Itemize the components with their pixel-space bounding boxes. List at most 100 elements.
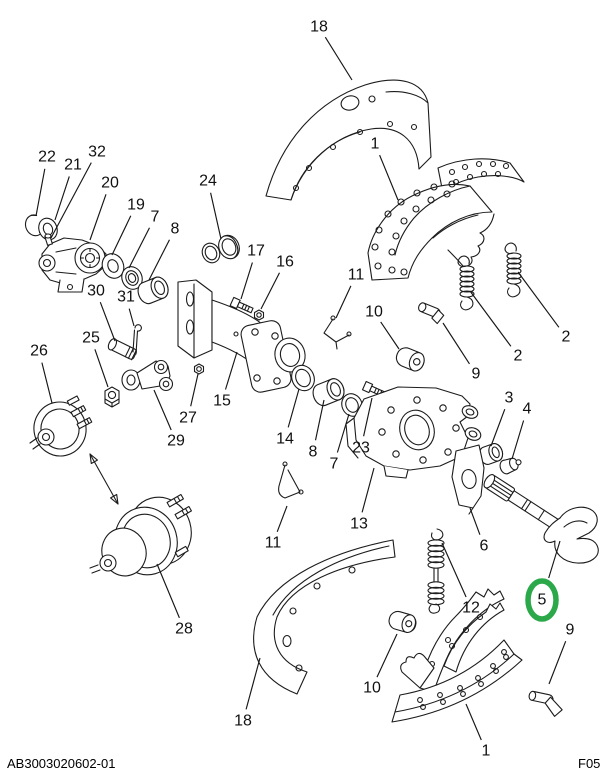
shoe-retainer-spring (427, 528, 445, 614)
callout-10: 10 (365, 304, 383, 321)
leader-line-24 (210, 192, 222, 240)
clevis-29 (121, 359, 174, 392)
leader-line-1 (465, 703, 482, 741)
callout-8: 8 (171, 221, 180, 238)
return-spring (457, 255, 475, 311)
callout-22: 22 (38, 149, 56, 166)
leader-line-15 (224, 351, 238, 390)
leader-line-13 (361, 467, 375, 513)
callout-32: 32 (88, 144, 106, 161)
callout-15: 15 (213, 393, 231, 410)
leader-line-14 (287, 388, 300, 428)
leader-line-20 (89, 194, 107, 241)
dust-shield-top (265, 79, 432, 201)
callout-21: 21 (64, 157, 82, 174)
leader-line-12 (441, 542, 467, 598)
dust-shield-bottom (253, 539, 396, 695)
leader-line-7 (336, 413, 350, 453)
callout-7: 7 (330, 456, 339, 473)
brake-shoe-top (367, 158, 525, 281)
leader-line-25 (94, 349, 109, 388)
leader-line-9 (548, 640, 567, 685)
retainer-clip-bottom (278, 461, 304, 499)
leader-line-5 (548, 540, 561, 579)
brake-spider (345, 386, 482, 479)
brake-shoe-bottom (391, 588, 523, 723)
callout-1: 1 (371, 136, 380, 153)
retainer-clip-top (323, 315, 352, 350)
callout-30: 30 (87, 283, 105, 300)
seal-14 (291, 364, 315, 392)
callout-3: 3 (505, 390, 514, 407)
leader-line-21 (54, 176, 70, 221)
leader-line-2 (469, 290, 512, 347)
callout-9: 9 (566, 622, 575, 639)
drawing-number: AB3003020602-01 (7, 756, 116, 771)
nut-16 (253, 309, 265, 321)
cotter-pin-31 (132, 324, 142, 355)
leader-line-28 (156, 563, 180, 619)
nut-25 (104, 386, 120, 408)
leader-line-29 (153, 389, 172, 431)
camshaft (483, 474, 599, 564)
callout-5-highlighted: 5 (538, 592, 547, 609)
callout-16: 16 (276, 254, 294, 271)
highlight-ring (525, 578, 559, 622)
bolt-17 (229, 296, 254, 314)
callout-17: 17 (247, 243, 265, 260)
callout-14: 14 (276, 431, 294, 448)
nut-27 (193, 363, 205, 375)
leader-line-2 (517, 271, 560, 328)
leader-line-19 (111, 215, 132, 256)
leader-line-6 (469, 507, 481, 535)
leader-line-3 (490, 408, 506, 447)
callout-7: 7 (151, 209, 160, 226)
leader-line-23 (363, 397, 373, 437)
callout-19: 19 (127, 197, 145, 214)
callout-6: 6 (480, 538, 489, 555)
adjuster-pin-32 (44, 233, 53, 246)
spring-brake-chamber-28 (89, 493, 192, 577)
callout-26: 26 (30, 343, 48, 360)
leader-line-17 (240, 262, 253, 300)
callout-24: 24 (199, 173, 217, 190)
callout-25: 25 (82, 330, 100, 347)
callout-10: 10 (363, 680, 381, 697)
washer-19 (101, 253, 125, 279)
leader-line-26 (41, 362, 53, 404)
leader-line-7 (128, 227, 151, 269)
callout-27: 27 (179, 410, 197, 427)
callout-1: 1 (482, 743, 491, 760)
leader-line-11 (335, 285, 352, 319)
anchor-bracket-6 (451, 444, 485, 515)
callout-11: 11 (348, 267, 365, 284)
leader-line-32 (50, 162, 92, 239)
cam-roller-bottom (388, 610, 417, 634)
leader-line-1 (379, 154, 399, 201)
callout-29: 29 (167, 433, 185, 450)
leader-line-10 (376, 633, 398, 678)
camshaft-bracket (177, 279, 306, 393)
callout-12: 12 (462, 600, 480, 617)
callout-31: 31 (117, 289, 135, 306)
leader-line-11 (276, 505, 288, 533)
slack-adjuster (38, 233, 107, 293)
bushing-8-top (137, 276, 169, 305)
bushing-rings-24 (201, 234, 240, 264)
leader-line-18 (245, 657, 261, 710)
anchor-pin-bottom (528, 690, 563, 717)
leader-line-4 (511, 420, 525, 460)
callout-4: 4 (523, 401, 532, 418)
callout-18: 18 (234, 713, 252, 730)
callout-23: 23 (352, 440, 370, 457)
leader-line-16 (260, 272, 281, 310)
callout-2: 2 (514, 348, 523, 365)
interchange-arrow (89, 453, 119, 505)
callout-8: 8 (309, 444, 318, 461)
callout-2: 2 (562, 329, 571, 346)
bushing-3 (478, 442, 504, 465)
leader-line-27 (190, 373, 199, 407)
